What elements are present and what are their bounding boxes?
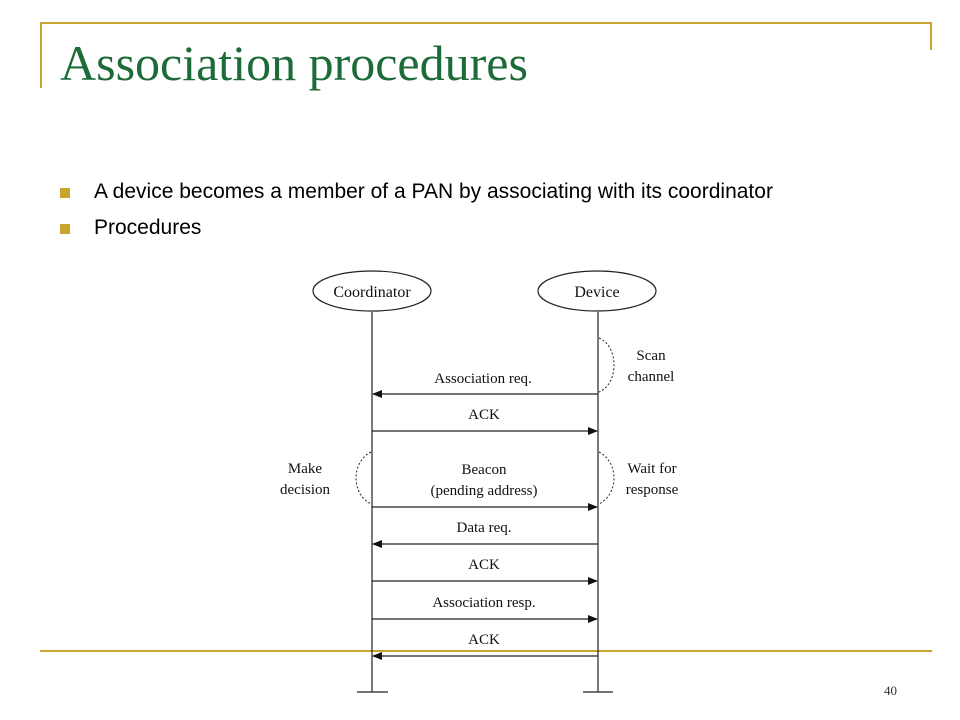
- coordinator-node: [312, 270, 432, 312]
- ack-label-2: ACK: [468, 557, 500, 573]
- bullet-text: Procedures: [94, 216, 202, 239]
- beacon-label-line1: Beacon: [462, 462, 507, 478]
- make-annotation-line1: Make: [288, 461, 322, 477]
- ack-label-3: ACK: [468, 632, 500, 648]
- left-rule: [40, 22, 42, 88]
- bullet-item: A device becomes a member of a PAN by as…: [58, 176, 908, 208]
- scan-annotation-line2: channel: [628, 369, 675, 385]
- data-req-label: Data req.: [457, 520, 512, 536]
- make-annotation-line2: decision: [280, 482, 330, 498]
- wait-annotation-line2: response: [626, 482, 679, 498]
- wait-response-bracket: [598, 451, 615, 505]
- slide-title: Association procedures: [60, 35, 528, 91]
- scan-annotation-line1: Scan: [636, 348, 666, 364]
- bottom-rule: [40, 650, 932, 652]
- bullet-text: A device becomes a member of a PAN by as…: [94, 180, 773, 203]
- square-bullet-icon: [60, 188, 70, 198]
- right-rule: [930, 22, 932, 50]
- ack-label-1: ACK: [468, 407, 500, 423]
- wait-annotation-line1: Wait for: [627, 461, 676, 477]
- make-decision-bracket: [355, 451, 372, 505]
- device-node: [537, 270, 657, 312]
- association-resp-label: Association resp.: [432, 595, 535, 611]
- scan-channel-bracket: [598, 337, 615, 393]
- coordinator-label: Coordinator: [333, 284, 411, 301]
- association-req-label: Association req.: [434, 371, 531, 387]
- bullet-list: A device becomes a member of a PAN by as…: [58, 176, 908, 244]
- top-rule: [40, 22, 932, 24]
- page-number: 40: [884, 683, 897, 698]
- beacon-label-line2: (pending address): [430, 483, 537, 499]
- bullet-item: Procedures: [58, 212, 908, 244]
- square-bullet-icon: [60, 224, 70, 234]
- device-label: Device: [574, 284, 619, 301]
